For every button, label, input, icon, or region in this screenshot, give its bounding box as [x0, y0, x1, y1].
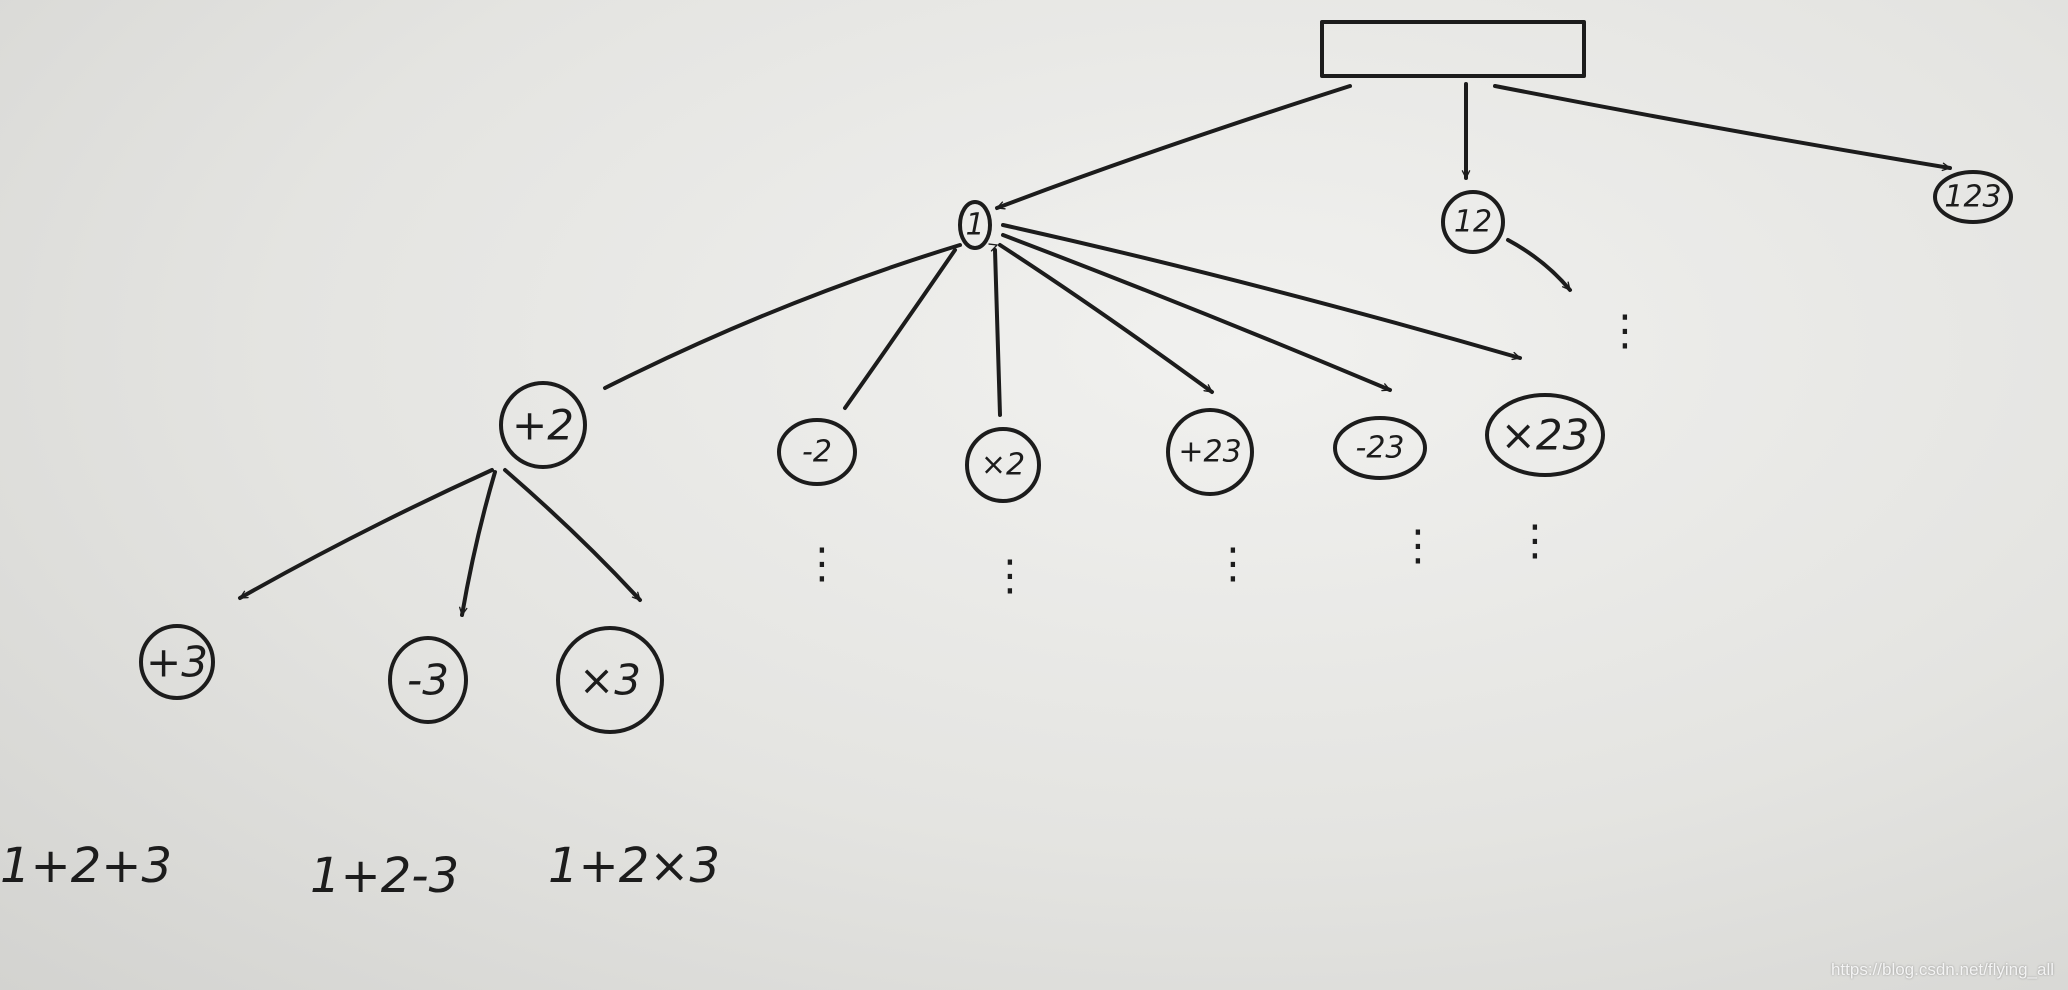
root-node — [1320, 20, 1586, 78]
expression-1: 1+2+3 — [0, 838, 172, 894]
node-plus3-label: +3 — [146, 638, 208, 687]
node-minus3: -3 — [388, 636, 468, 724]
expression-2: 1+2-3 — [310, 848, 459, 904]
node-n0-label: 1 — [965, 208, 984, 243]
node-plus23: +23 — [1166, 408, 1254, 496]
minus2-continuation: ⋮ — [801, 539, 843, 588]
node-n123-label: 123 — [1944, 180, 2001, 215]
edge-n0-minus23 — [1001, 233, 1392, 392]
edge-root-n123 — [1493, 84, 1952, 168]
node-minus23: -23 — [1333, 416, 1427, 480]
minus23-continuation: ⋮ — [1397, 521, 1439, 570]
node-n123: 123 — [1933, 170, 2013, 224]
edge-root-n0 — [995, 84, 1352, 210]
edge-plus2-times3 — [503, 468, 642, 602]
node-times3-label: ×3 — [579, 656, 641, 705]
watermark: https://blog.csdn.net/flying_all — [1830, 960, 2054, 979]
edge-n0-times23 — [1001, 223, 1522, 358]
node-minus2-label: -2 — [802, 435, 832, 470]
node-plus2-label: +2 — [512, 401, 574, 450]
node-times23-label: ×23 — [1501, 411, 1590, 460]
edge-n0-plus2-head — [605, 245, 997, 388]
node-times2: ×2 — [965, 427, 1041, 503]
plus23-continuation: ⋮ — [1212, 539, 1254, 588]
times2-continuation: ⋮ — [989, 551, 1031, 600]
edge-n0-times2 — [993, 248, 1002, 417]
edge-n0-minus2 — [843, 248, 957, 410]
node-minus3-label: -3 — [407, 656, 449, 705]
edge-plus2-minus3 — [462, 470, 497, 617]
edge-n12-more — [1506, 238, 1572, 292]
times23-continuation: ⋮ — [1514, 516, 1556, 565]
edge-n0-plus23 — [998, 243, 1214, 394]
edge-plus2-plus3 — [238, 468, 494, 600]
node-times3: ×3 — [556, 626, 664, 734]
node-times2-label: ×2 — [981, 448, 1025, 483]
node-n12-label: 12 — [1454, 205, 1492, 240]
node-minus2: -2 — [777, 418, 857, 486]
node-times23: ×23 — [1485, 393, 1605, 477]
n12-continuation: ⋮ — [1604, 306, 1646, 355]
node-minus23-label: -23 — [1356, 431, 1405, 466]
expression-3: 1+2×3 — [548, 838, 720, 894]
node-plus23-label: +23 — [1178, 435, 1241, 470]
node-n0: 1 — [958, 200, 992, 250]
node-n12: 12 — [1441, 190, 1505, 254]
node-plus2: +2 — [499, 381, 587, 469]
edge-n0-plus2 — [603, 243, 962, 390]
node-plus3: +3 — [139, 624, 215, 700]
